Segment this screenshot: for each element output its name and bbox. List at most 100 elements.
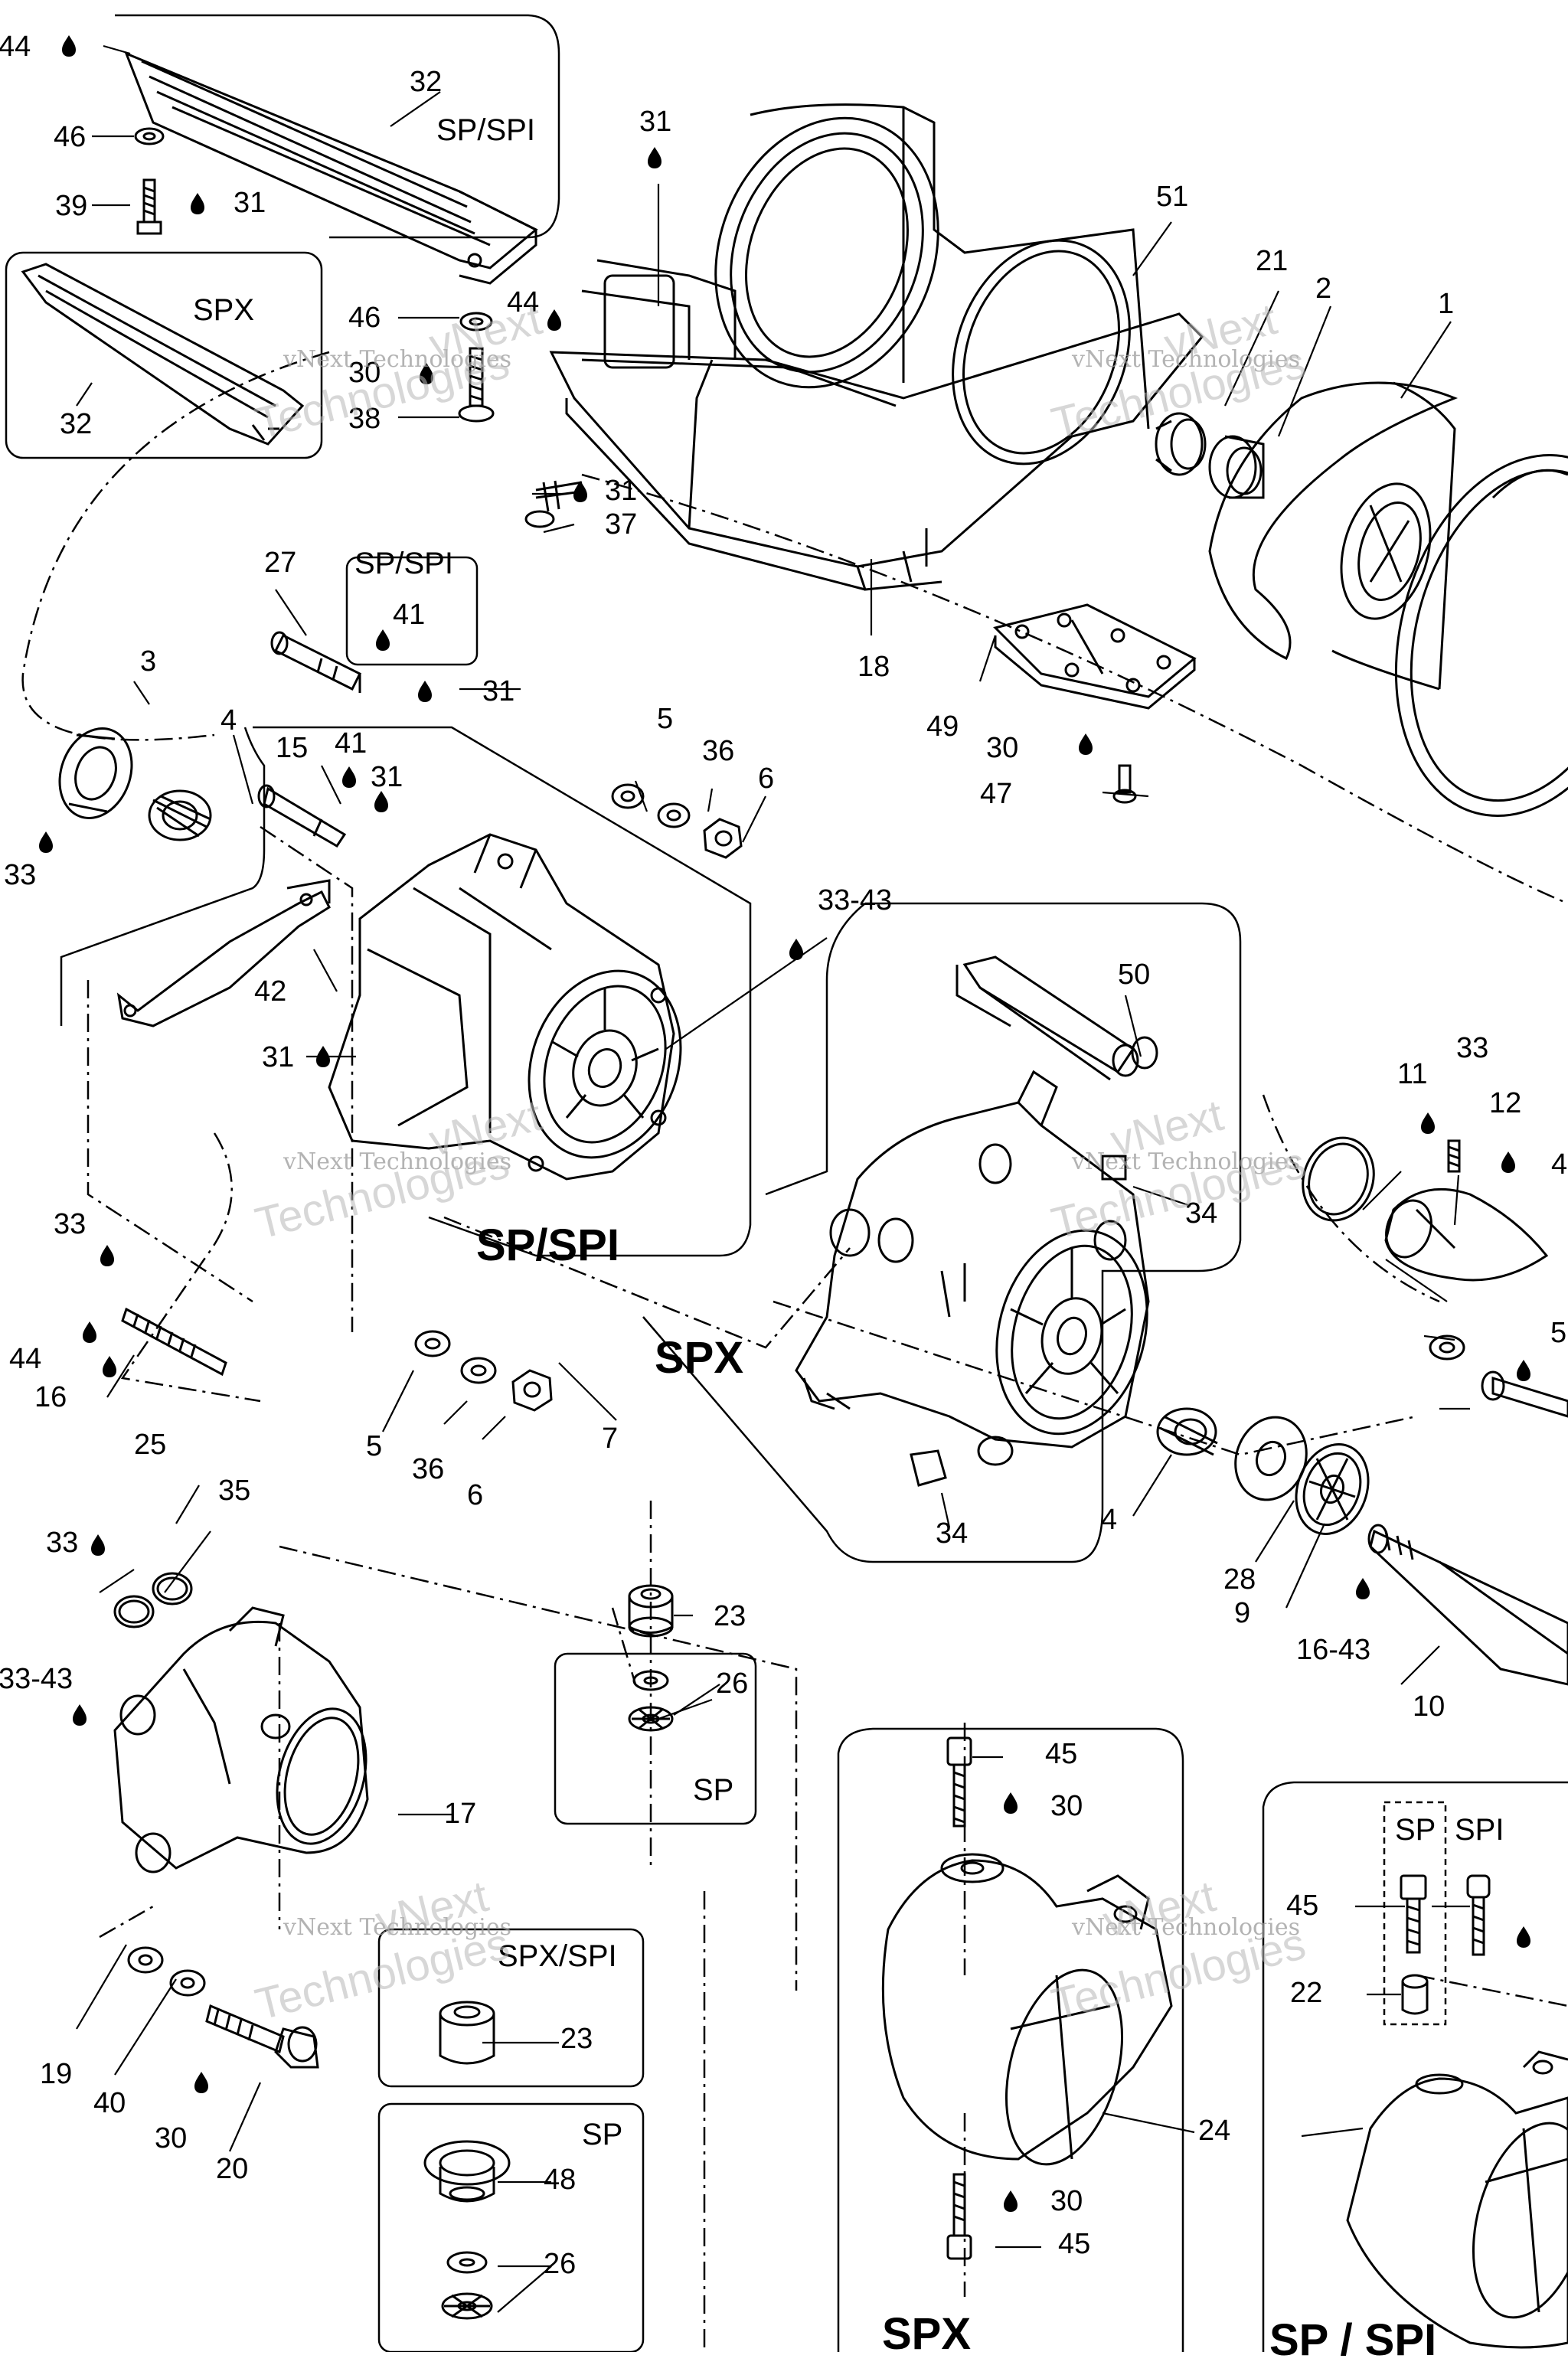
callout-17: 17 bbox=[444, 1798, 477, 1830]
part-21-bushing bbox=[1155, 412, 1207, 476]
parts bbox=[21, 51, 1568, 2349]
part-37-screw bbox=[524, 480, 583, 528]
callout-18: 18 bbox=[858, 651, 890, 683]
part-6-nut-b bbox=[511, 1369, 553, 1412]
callout-45: 45 bbox=[1286, 1890, 1319, 1922]
callout-30: 30 bbox=[986, 732, 1019, 764]
part-11-oring bbox=[1302, 1136, 1375, 1222]
callout-30: 30 bbox=[155, 2122, 188, 2154]
watermark-text: vNext Technologies bbox=[1072, 1148, 1301, 1175]
part-5-washer-a bbox=[611, 783, 645, 809]
callout-38: 38 bbox=[348, 403, 381, 435]
callout-5: 5 bbox=[366, 1430, 383, 1462]
part-38-bolt bbox=[458, 347, 495, 423]
callout-31: 31 bbox=[262, 1041, 295, 1073]
callout-33: 33 bbox=[54, 1208, 87, 1240]
callout-32: 32 bbox=[410, 66, 443, 98]
callout-21: 21 bbox=[1256, 245, 1289, 277]
callout-19: 19 bbox=[40, 2058, 73, 2090]
part-20-bolt bbox=[205, 2004, 319, 2069]
part-27-pin bbox=[270, 631, 362, 693]
part-49-plate bbox=[993, 603, 1197, 710]
callout-15: 15 bbox=[276, 732, 309, 764]
part-9-thrust-bearing bbox=[1295, 1443, 1370, 1535]
sp-spi-bolt-box bbox=[1383, 1801, 1447, 2026]
callout-20: 20 bbox=[216, 2153, 249, 2185]
callout-37: 37 bbox=[605, 508, 638, 541]
part-5-washer-r bbox=[1429, 1334, 1465, 1361]
part-32-skid-sp-spi bbox=[124, 51, 538, 285]
sp-collar-box bbox=[554, 1652, 757, 1825]
part-34-square-a bbox=[1101, 1155, 1127, 1181]
watermark-text: vNext Technologies bbox=[1072, 346, 1301, 373]
part-26-washer-b bbox=[446, 2251, 488, 2274]
part-24-nozzle-sp-spi bbox=[1346, 2050, 1568, 2349]
part-7-housing-spx bbox=[795, 1070, 1150, 1466]
callout-30: 30 bbox=[348, 357, 381, 389]
callout-34: 34 bbox=[936, 1517, 969, 1550]
part-42-bracket bbox=[116, 879, 331, 1027]
callout-44: 44 bbox=[9, 1343, 42, 1375]
part-5-washer-b bbox=[414, 1330, 451, 1357]
part-cover-cone bbox=[1384, 1187, 1549, 1282]
callout-9: 9 bbox=[1234, 1597, 1251, 1629]
part-23-collar-b bbox=[439, 2001, 495, 2065]
callout-2: 2 bbox=[1315, 273, 1332, 305]
part-intake-ring-outer bbox=[714, 116, 939, 389]
part-1-impeller bbox=[1208, 381, 1459, 691]
part-4-bearing bbox=[148, 789, 212, 841]
part-47-screw bbox=[1112, 764, 1137, 804]
spx-housing-box-left bbox=[765, 903, 866, 1196]
part-wear-ring bbox=[1394, 454, 1568, 817]
spx-housing-box bbox=[642, 902, 1242, 1563]
part-23-collar-a bbox=[628, 1584, 674, 1638]
callout-35: 35 bbox=[218, 1475, 251, 1507]
variant-label-spi: SPI bbox=[1455, 1813, 1504, 1847]
part-25-stud bbox=[121, 1307, 227, 1377]
callout-12: 12 bbox=[1489, 1087, 1522, 1119]
part-45-bolt-b bbox=[946, 2173, 972, 2260]
callout-33: 33 bbox=[46, 1527, 79, 1559]
callout-31: 31 bbox=[234, 187, 266, 219]
callout-48: 48 bbox=[544, 2164, 577, 2196]
callout-42: 42 bbox=[254, 975, 287, 1008]
callout-41: 41 bbox=[335, 727, 368, 759]
callout-25: 25 bbox=[134, 1429, 167, 1461]
callout-23: 23 bbox=[714, 1600, 746, 1632]
watermark-text: vNext Technologies bbox=[283, 346, 512, 373]
sp-spi-nozzle-box bbox=[1262, 1781, 1568, 2352]
part-bolt-spi bbox=[1466, 1874, 1491, 1956]
part-24-nozzle-spx bbox=[881, 1853, 1173, 2166]
callout-7: 7 bbox=[602, 1423, 619, 1455]
callout-22: 22 bbox=[1290, 1977, 1323, 2009]
part-12-screw bbox=[1447, 1139, 1461, 1173]
callout-32: 32 bbox=[60, 408, 93, 440]
callout-16: 16 bbox=[34, 1381, 67, 1413]
callout-26: 26 bbox=[544, 2248, 577, 2280]
part-45-bolt-a bbox=[946, 1736, 972, 1828]
callout-40: 40 bbox=[93, 2087, 126, 2119]
part-19-washer bbox=[127, 1946, 164, 1974]
variant-label-sp: SP bbox=[693, 1773, 734, 1807]
callout-45: 45 bbox=[1045, 1738, 1078, 1770]
watermark-text: vNext Technologies bbox=[283, 1148, 512, 1175]
callout-30: 30 bbox=[1050, 2185, 1083, 2217]
callout-30: 30 bbox=[1050, 1790, 1083, 1822]
callout-6: 6 bbox=[467, 1479, 484, 1511]
callout-31: 31 bbox=[605, 475, 638, 507]
part-6-nut-a bbox=[703, 818, 743, 859]
variant-label-sp-spi-housing: SP/SPI bbox=[476, 1220, 619, 1270]
callout-50: 50 bbox=[1118, 959, 1151, 991]
part-40-lockwasher bbox=[169, 1969, 206, 1997]
variant-label-sp-spi-nozzle: SP / SPI bbox=[1269, 2315, 1437, 2365]
part-34-square-b bbox=[910, 1449, 947, 1487]
callout-31: 31 bbox=[371, 761, 403, 793]
part-51-ring bbox=[952, 239, 1131, 465]
part-46-washer bbox=[134, 127, 165, 145]
sp-lower-box bbox=[377, 2102, 645, 2352]
part-4-bearing-b bbox=[1156, 1407, 1218, 1456]
callout-46: 46 bbox=[348, 302, 381, 334]
callout-27: 27 bbox=[264, 547, 297, 579]
callout-3: 3 bbox=[140, 645, 157, 678]
